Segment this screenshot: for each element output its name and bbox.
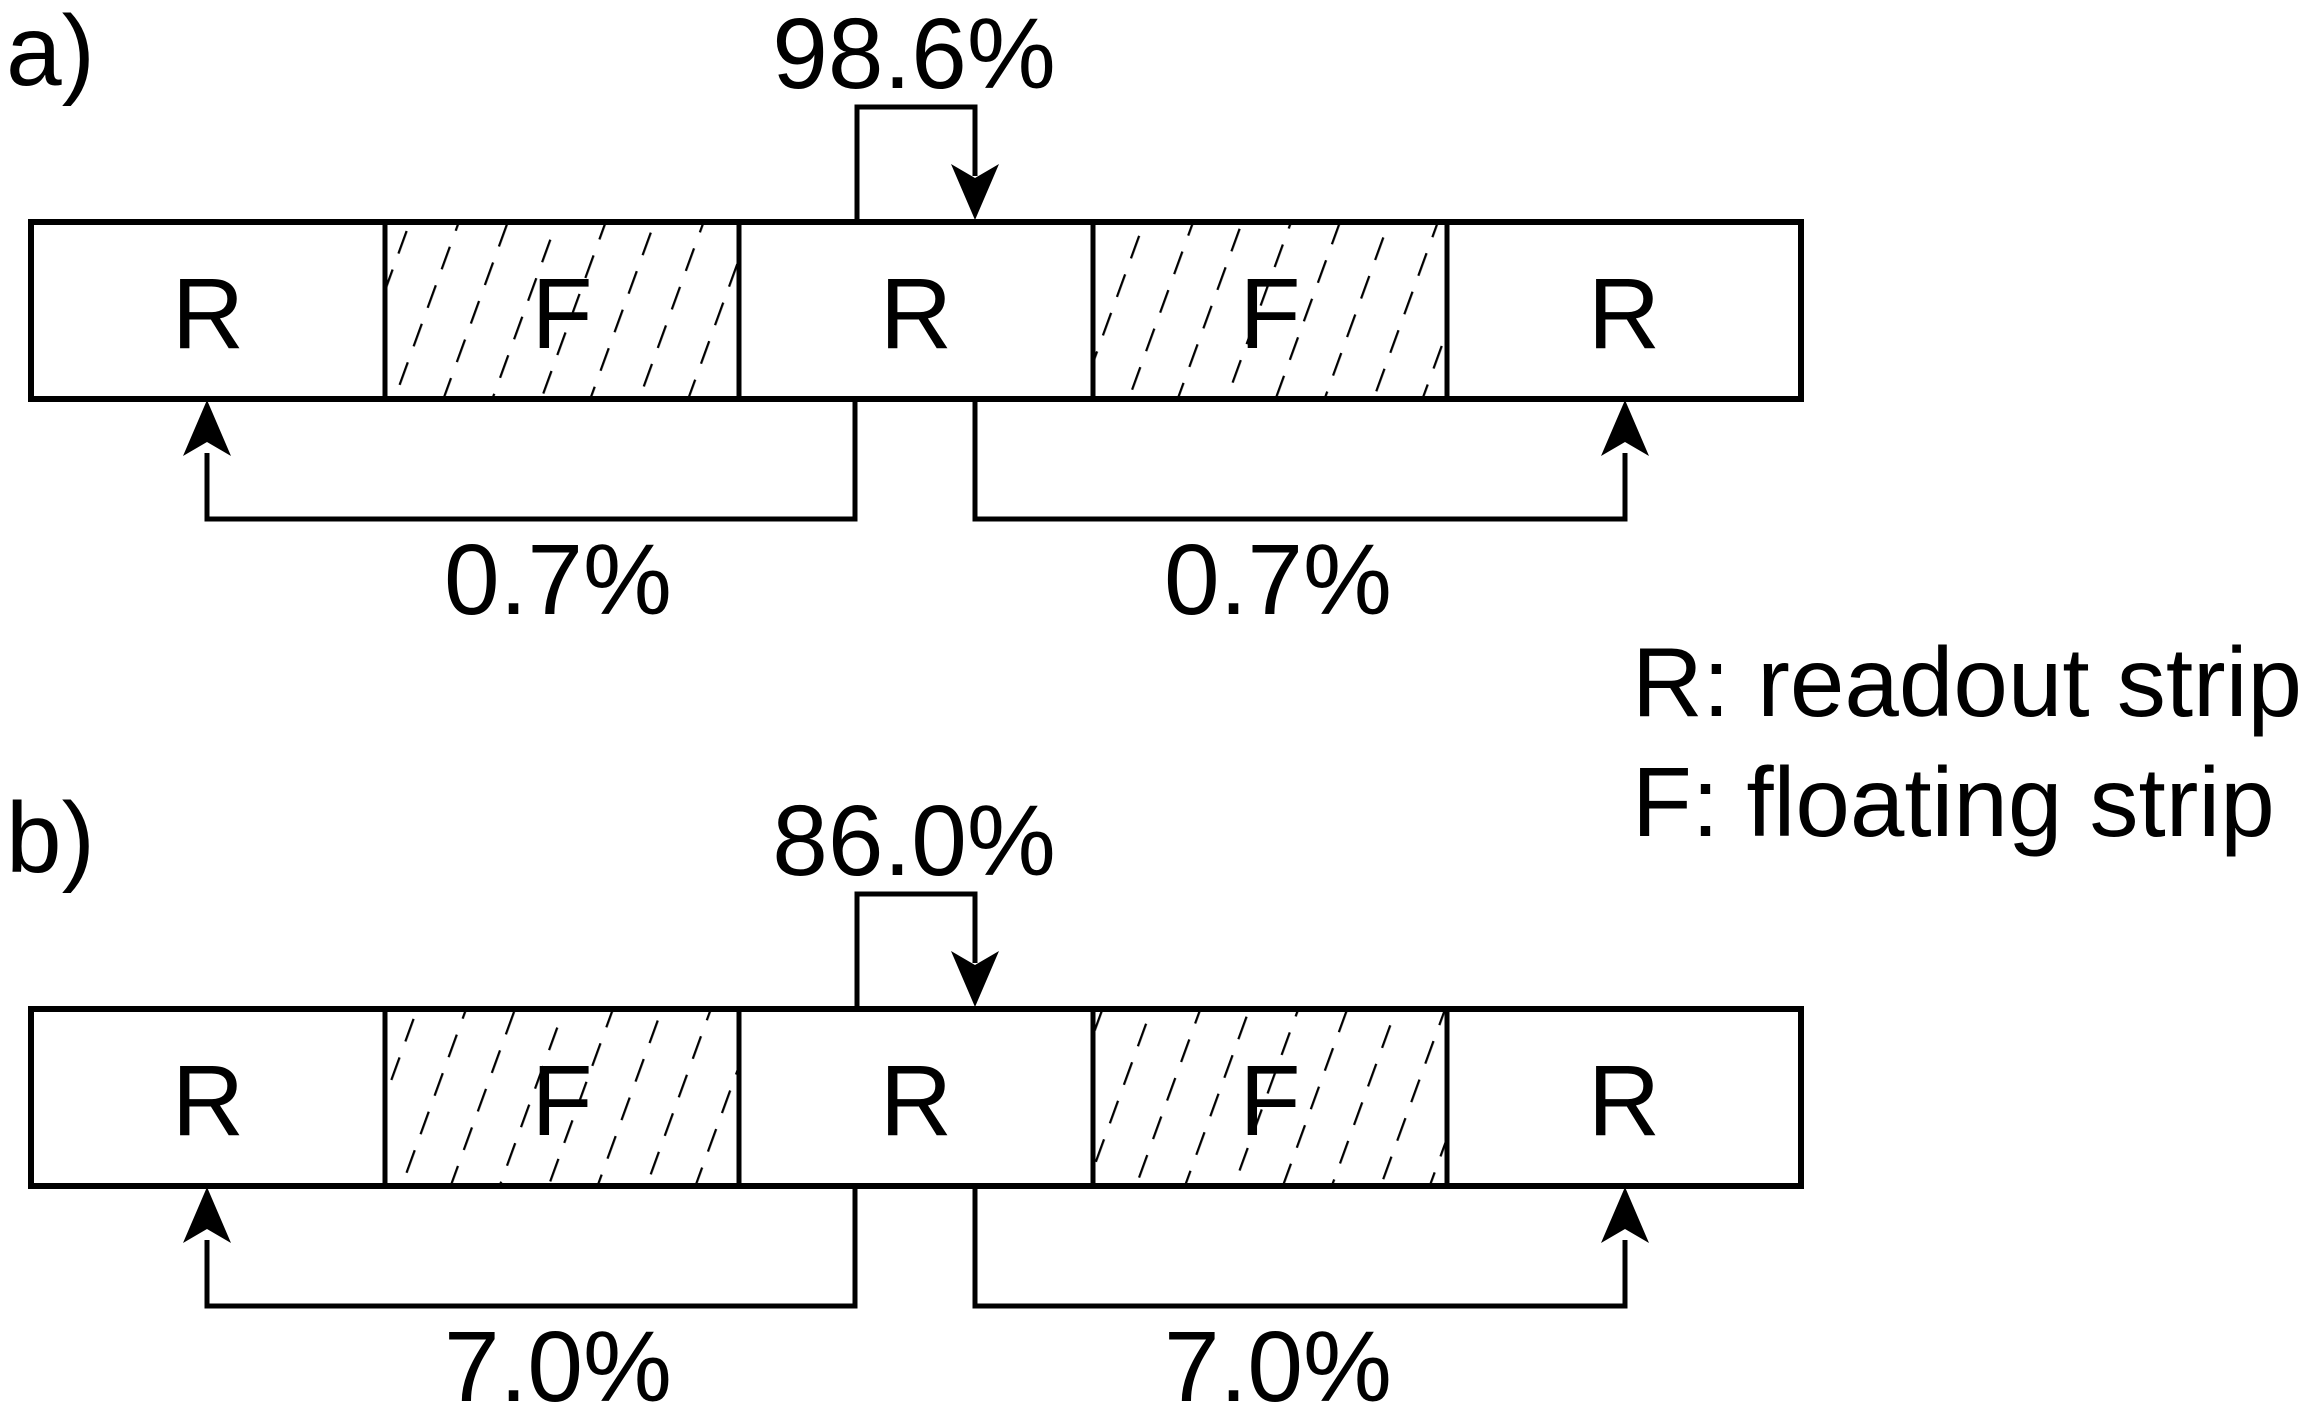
panel-a-left-percentage: 0.7% [444,524,672,636]
panel-b-strip-letter-3: R [880,1045,952,1157]
panel-a-floating-strip-hatch-1 [385,225,739,396]
panel-a-floating-strip-hatch-2 [1093,225,1447,396]
panel-a-strip-letter-1: R [172,258,244,370]
legend: R: readout strip F: floating strip [1632,627,2302,857]
arrowhead-up-icon [183,1187,231,1243]
panel-b: b) 86.0% R F R F R 7.0% 7.0% [6,782,1804,1423]
arrowhead-down-icon [951,164,999,220]
panel-b-left-percentage: 7.0% [444,1311,672,1423]
arrowhead-up-icon [183,400,231,456]
panel-b-strip-letter-2: F [531,1045,592,1157]
panel-b-strip-row [28,1006,1804,1189]
panel-b-floating-strip-hatch-1 [385,1012,739,1183]
panel-a: a) 98.6% R F R F R 0.7% 0.7% [6,0,1804,636]
panel-b-right-crosstalk-arrow [972,1186,1628,1309]
panel-a-right-percentage: 0.7% [1164,524,1392,636]
panel-b-strip-letter-1: R [172,1045,244,1157]
panel-a-strip-row [28,219,1804,402]
panel-b-right-percentage: 7.0% [1164,1311,1392,1423]
panel-b-floating-strip-hatch-2 [1093,1012,1447,1183]
panel-b-stay-percentage: 86.0% [772,785,1056,897]
panel-a-label: a) [6,0,95,107]
panel-b-self-loop-arrow [854,891,978,1006]
panel-a-left-crosstalk-arrow [204,399,858,522]
legend-floating-strip: F: floating strip [1632,747,2275,857]
panel-a-stay-percentage: 98.6% [772,0,1056,110]
arrowhead-up-icon [1601,400,1649,456]
panel-b-strip-letter-4: F [1239,1045,1300,1157]
panel-b-strip-letter-5: R [1588,1045,1660,1157]
panel-a-strip-letter-2: F [531,258,592,370]
panel-a-strip-letter-4: F [1239,258,1300,370]
panel-a-self-loop-arrow [854,104,978,219]
panel-a-strip-letter-5: R [1588,258,1660,370]
panel-b-left-crosstalk-arrow [204,1186,858,1309]
panel-b-label: b) [6,782,95,894]
panel-a-right-crosstalk-arrow [972,399,1628,522]
legend-readout-strip: R: readout strip [1632,627,2302,737]
arrowhead-up-icon [1601,1187,1649,1243]
panel-a-strip-letter-3: R [880,258,952,370]
arrowhead-down-icon [951,951,999,1007]
